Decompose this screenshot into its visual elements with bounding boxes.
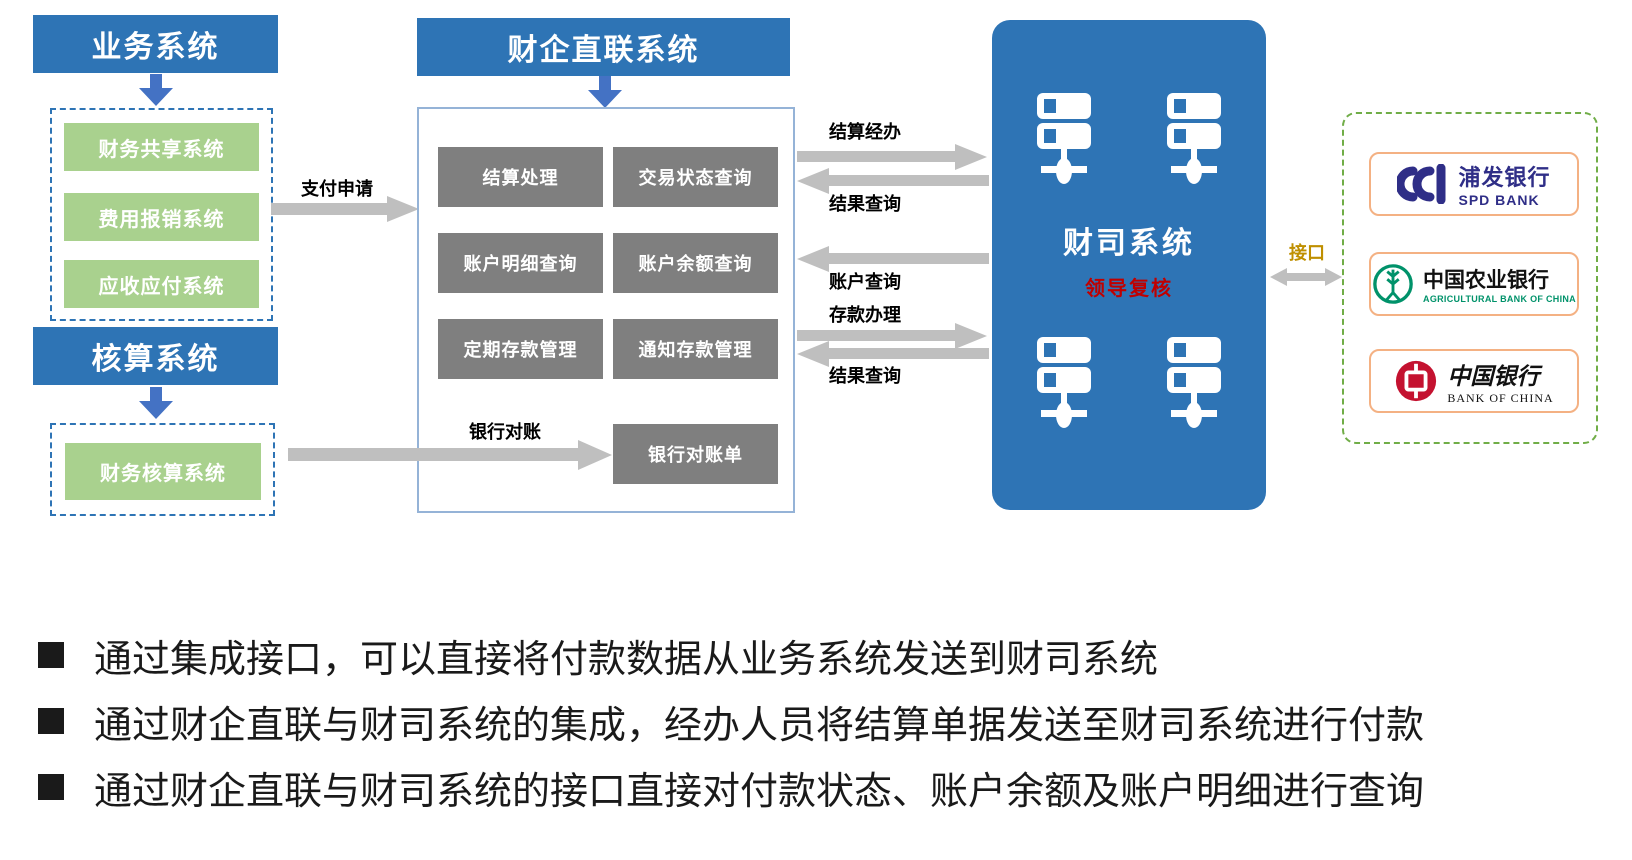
- arrow-right-icon: [387, 196, 419, 222]
- leader-review-label: 领导复核: [1085, 278, 1173, 300]
- bank-name-en: BANK OF CHINA: [1447, 390, 1554, 405]
- payment-request-arrow: [271, 203, 387, 215]
- abc-bank-logo-icon: [1373, 264, 1413, 304]
- result-query-arrow-1: [829, 175, 989, 186]
- accounting-systems-group: 财务核算系统: [50, 423, 275, 516]
- note-text: 通过财企直联与财司系统的集成，经办人员将结算单据发送至财司系统进行付款: [94, 704, 1425, 747]
- settlement-handle-label: 结算经办: [829, 122, 901, 142]
- accounting-system-header: 核算系统: [33, 327, 278, 385]
- settlement-handle-arrow: [797, 151, 955, 162]
- deposit-handle-label: 存款办理: [829, 305, 901, 325]
- module-transaction-status-query: 交易状态查询: [613, 147, 778, 207]
- note-text: 通过集成接口，可以直接将付款数据从业务系统发送到财司系统: [94, 638, 1159, 681]
- bank-name-en: AGRICULTURAL BANK OF CHINA: [1423, 294, 1576, 304]
- system-box-ar-ap: 应收应付系统: [64, 260, 259, 308]
- direct-link-header: 财企直联系统: [417, 18, 790, 76]
- arrow-down-icon: [139, 74, 173, 106]
- module-account-detail-query: 账户明细查询: [438, 233, 603, 293]
- list-item: 通过集成接口，可以直接将付款数据从业务系统发送到财司系统: [38, 622, 1424, 688]
- module-time-deposit-mgmt: 定期存款管理: [438, 319, 603, 379]
- server-icon: [1167, 93, 1221, 184]
- result-query-label-1: 结果查询: [829, 194, 901, 214]
- bank-card-spd: 浦发银行 SPD BANK: [1369, 152, 1579, 216]
- arrow-right-icon: [955, 144, 987, 170]
- list-item: 通过财企直联与财司系统的接口直接对付款状态、账户余额及账户明细进行查询: [38, 754, 1424, 820]
- bank-card-boc: 中国银行 BANK OF CHINA: [1369, 349, 1579, 413]
- interface-label: 接口: [1289, 243, 1325, 263]
- arrow-left-icon: [1270, 268, 1287, 286]
- bank-name-en: SPD BANK: [1458, 192, 1540, 208]
- system-box-finance-sharing: 财务共享系统: [64, 123, 259, 171]
- server-icon: [1037, 93, 1091, 184]
- arrow-right-icon: [578, 440, 612, 470]
- module-notice-deposit-mgmt: 通知存款管理: [613, 319, 778, 379]
- treasury-title: 财司系统: [1063, 227, 1195, 260]
- server-icon: [1037, 337, 1091, 428]
- boc-bank-logo-icon: [1396, 360, 1437, 402]
- arrow-left-icon: [797, 246, 829, 272]
- bullet-square-icon: [38, 774, 64, 800]
- list-item: 通过财企直联与财司系统的集成，经办人员将结算单据发送至财司系统进行付款: [38, 688, 1424, 754]
- module-settlement-processing: 结算处理: [438, 147, 603, 207]
- result-query-arrow-2: [829, 348, 989, 359]
- bank-card-abc: 中国农业银行 AGRICULTURAL BANK OF CHINA: [1369, 252, 1579, 316]
- note-text: 通过财企直联与财司系统的接口直接对付款状态、账户余额及账户明细进行查询: [94, 770, 1425, 813]
- interface-arrow: [1287, 273, 1325, 281]
- account-query-label: 账户查询: [829, 272, 901, 292]
- arrow-down-icon: [588, 76, 622, 108]
- arrow-left-icon: [797, 341, 829, 367]
- bank-reconciliation-label: 银行对账: [469, 422, 541, 442]
- system-box-expense-reimbursement: 费用报销系统: [64, 193, 259, 241]
- business-system-header: 业务系统: [33, 15, 278, 73]
- spd-bank-logo-icon: [1397, 164, 1446, 204]
- banks-group: 浦发银行 SPD BANK 中国农业银行 AGRICULTURAL BANK O…: [1342, 112, 1598, 444]
- bank-name: 浦发银行: [1458, 165, 1551, 190]
- bank-name: 中国农业银行: [1423, 268, 1550, 292]
- arrow-right-icon: [955, 323, 987, 349]
- arrow-right-icon: [1325, 268, 1342, 286]
- arrow-left-icon: [797, 168, 829, 194]
- account-query-arrow: [829, 253, 989, 264]
- server-icon: [1167, 337, 1221, 428]
- treasury-system-box: 财司系统 领导复核: [992, 20, 1266, 510]
- deposit-handle-arrow: [797, 330, 955, 341]
- bank-reconciliation-arrow: [288, 448, 578, 461]
- bullet-square-icon: [38, 642, 64, 668]
- result-query-label-2: 结果查询: [829, 366, 901, 386]
- payment-request-label: 支付申请: [301, 179, 373, 199]
- bank-name: 中国银行: [1447, 363, 1540, 389]
- arrow-down-icon: [139, 387, 173, 419]
- bullet-square-icon: [38, 708, 64, 734]
- notes-list: 通过集成接口，可以直接将付款数据从业务系统发送到财司系统 通过财企直联与财司系统…: [38, 622, 1424, 820]
- module-account-balance-query: 账户余额查询: [613, 233, 778, 293]
- business-systems-group: 财务共享系统 费用报销系统 应收应付系统: [50, 108, 273, 321]
- system-box-financial-accounting: 财务核算系统: [65, 443, 261, 500]
- module-bank-statement: 银行对账单: [613, 424, 778, 484]
